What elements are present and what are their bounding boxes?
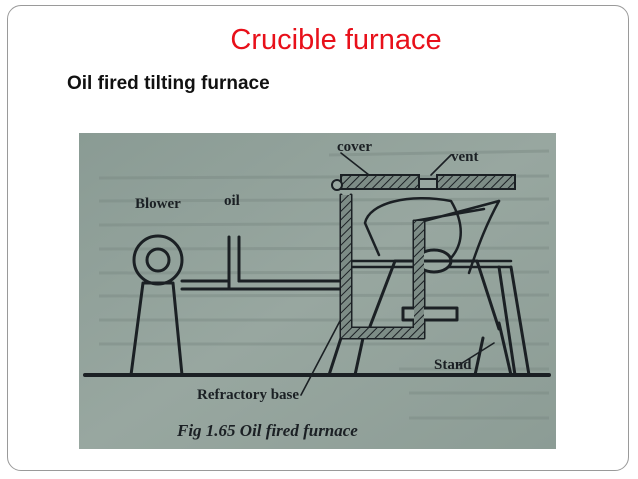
refractory-leader <box>300 318 342 396</box>
label-vent: vent <box>451 149 479 165</box>
blower-hub <box>145 247 171 273</box>
label-refractory-base: Refractory base <box>197 387 299 403</box>
label-cover: cover <box>337 139 372 155</box>
label-blower: Blower <box>135 196 181 212</box>
slide-subtitle: Oil fired tilting furnace <box>67 73 270 94</box>
cover-hinge <box>331 179 343 191</box>
furnace-wall-left <box>341 195 351 338</box>
furnace-diagram-photo: cover vent Blower oil Stand Refractory b… <box>79 133 556 449</box>
vent-leader <box>430 154 452 176</box>
crucible <box>363 197 462 260</box>
label-stand: Stand <box>434 357 472 373</box>
furnace-cover <box>340 174 420 190</box>
inner-stand <box>367 259 501 331</box>
figure-caption: Fig 1.65 Oil fired furnace <box>176 421 358 440</box>
outer-stand-legs <box>327 321 513 377</box>
air-pipe <box>180 279 343 291</box>
cover-leader <box>340 152 370 176</box>
vent-opening <box>418 178 438 190</box>
furnace-wall-right <box>414 221 424 338</box>
label-oil: oil <box>224 193 240 209</box>
furnace-diagram: cover vent Blower oil Stand Refractory b… <box>79 133 556 449</box>
burner-block <box>401 306 459 322</box>
blower-stand <box>129 281 184 377</box>
slide-title: Crucible furnace <box>230 24 442 56</box>
furnace-floor <box>341 328 424 338</box>
stand-leader <box>458 342 495 366</box>
pouring-spout <box>412 199 501 223</box>
